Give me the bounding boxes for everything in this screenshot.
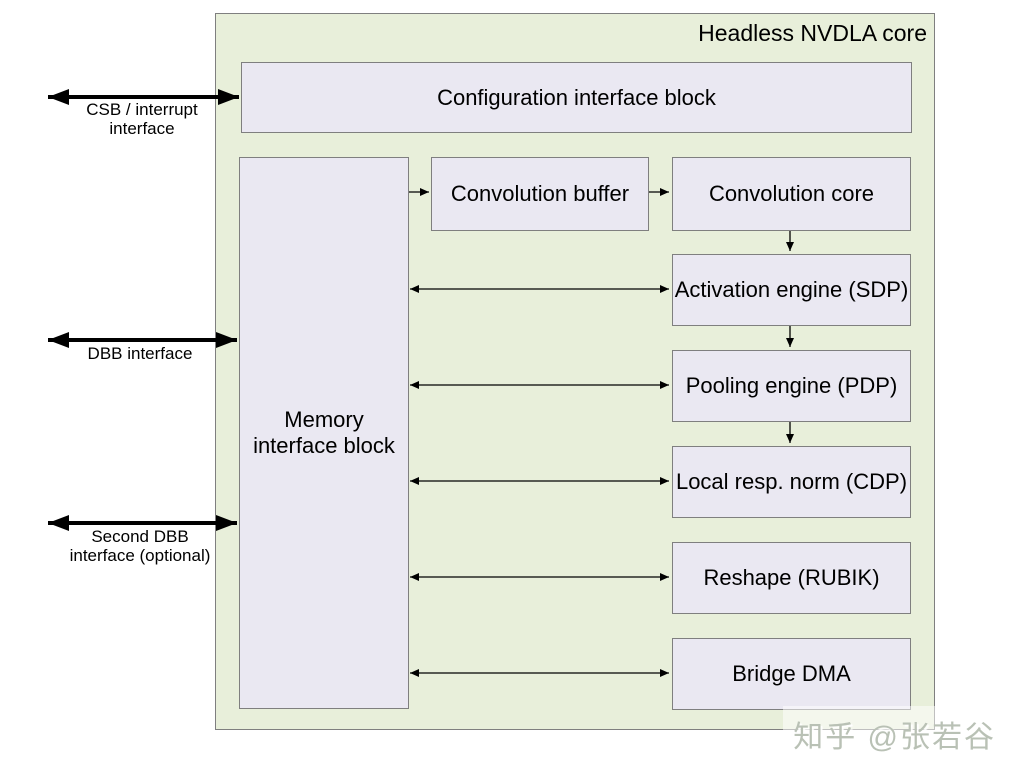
block-reshape-rubik: Reshape (RUBIK) [672,542,911,614]
csb-interrupt-interface-label: CSB / interrupt interface [86,100,198,139]
block-label: Local resp. norm (CDP) [675,469,908,495]
block-label: Reshape (RUBIK) [703,565,880,591]
watermark: 知乎 @张若谷 [783,706,1006,762]
second-dbb-interface-label: Second DBB interface (optional) [69,527,211,566]
block-label: Convolution buffer [450,181,630,207]
block-activation-engine-sdp: Activation engine (SDP) [672,254,911,326]
block-bridge-dma: Bridge DMA [672,638,911,710]
nvdla-core-container: Headless NVDLA core Configuration interf… [215,13,935,730]
block-local-resp-norm-cdp: Local resp. norm (CDP) [672,446,911,518]
block-convolution-core: Convolution core [672,157,911,231]
block-convolution-buffer: Convolution buffer [431,157,649,231]
block-label: Pooling engine (PDP) [685,373,898,399]
block-memory-interface: Memory interface block [239,157,409,709]
block-label: Memory interface block [253,407,395,458]
block-label: Configuration interface block [437,84,716,110]
dbb-interface-label: DBB interface [87,344,193,363]
block-label: Bridge DMA [732,661,851,687]
block-pooling-engine-pdp: Pooling engine (PDP) [672,350,911,422]
block-label: Activation engine (SDP) [674,277,909,303]
block-label: Convolution core [708,181,875,207]
diagram-title: Headless NVDLA core [698,20,927,46]
block-configuration-interface: Configuration interface block [241,62,912,133]
